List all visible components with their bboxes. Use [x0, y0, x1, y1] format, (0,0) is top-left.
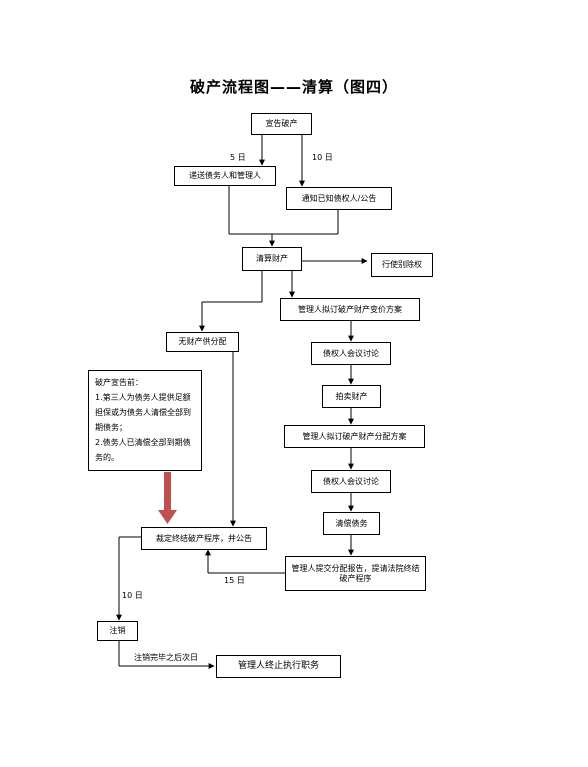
declare-bankruptcy-node: 宣告破产	[251, 113, 312, 135]
notify-creditors-node: 通知已知债权人/公告	[286, 187, 392, 210]
liquidate-assets-node: 清算财产	[242, 247, 302, 271]
label-fifteen-days: 15 日	[224, 576, 245, 585]
deregister-node: 注销	[97, 621, 138, 641]
label-five-days: 5 日	[230, 153, 246, 162]
draft-distribution-plan-node: 管理人拟订破产财产分配方案	[284, 425, 425, 448]
draft-sale-plan-node: 管理人拟订破产财产变价方案	[280, 298, 420, 321]
note-line-1: 1.第三人为债务人提供足额担保或为债务人清偿全部到期债务；	[95, 393, 191, 432]
note-heading: 破产宣告前：	[95, 378, 143, 387]
note-line-2: 2.债务人已清偿全部到期债务的。	[95, 438, 191, 462]
creditor-meeting-node-2: 债权人会议讨论	[311, 470, 391, 493]
exercise-offset-right-node: 行使别除权	[371, 253, 433, 277]
page-title: 破产流程图——清算（图四）	[189, 78, 398, 96]
submit-report-node: 管理人提交分配报告，提请法院终结破产程序	[285, 556, 426, 591]
label-after-deregister: 注销完毕之后次日	[134, 653, 198, 662]
manager-end-duty-node: 管理人终止执行职务	[216, 655, 341, 678]
no-assets-node: 无财产供分配	[166, 332, 239, 352]
rule-terminate-node: 裁定终结破产程序，并公告	[141, 527, 267, 550]
pre-declaration-note: 破产宣告前： 1.第三人为债务人提供足额担保或为债务人清偿全部到期债务； 2.债…	[88, 370, 202, 471]
creditor-meeting-node-1: 债权人会议讨论	[311, 342, 391, 365]
pay-debts-node: 清偿债务	[323, 512, 380, 535]
red-arrow	[158, 472, 177, 524]
auction-assets-node: 拍卖财产	[322, 385, 381, 408]
label-ten-days-notify: 10 日	[312, 153, 333, 162]
label-ten-days-deregister: 10 日	[122, 591, 143, 600]
transfer-debtor-manager-node: 递送债务人和管理人	[174, 166, 276, 186]
